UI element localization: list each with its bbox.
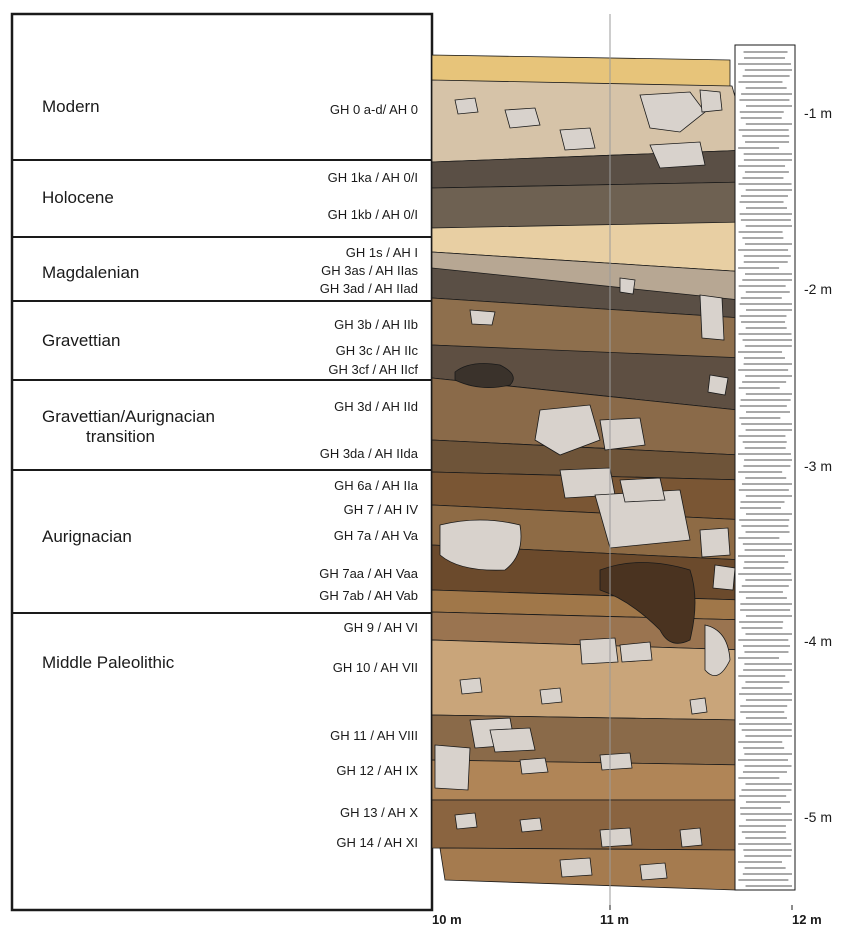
layer-label: GH 3c / AH IIc — [336, 344, 418, 358]
rock-clast — [505, 108, 540, 128]
period-label-holocene: Holocene — [42, 188, 114, 207]
rock-clast — [440, 520, 521, 570]
rock-clast — [560, 468, 615, 498]
layer-label: GH 12 / AH IX — [336, 764, 418, 778]
rock-clast — [713, 565, 735, 590]
layer-label: GH 7aa / AH Vaa — [319, 567, 418, 581]
depth-label: -4 m — [804, 633, 832, 649]
layer-label: GH 1ka / AH 0/I — [328, 171, 418, 185]
rock-clast — [700, 295, 724, 340]
x-axis-label: 10 m — [432, 912, 462, 927]
charcoal-lens — [455, 364, 513, 388]
rock-clast — [600, 418, 645, 450]
depth-label: -5 m — [804, 809, 832, 825]
rock-clast — [680, 828, 702, 847]
rock-clast — [460, 678, 482, 694]
layer-label: GH 7a / AH Va — [334, 529, 418, 543]
rock-clast — [455, 813, 477, 829]
rock-clast — [700, 90, 722, 112]
period-label-gravettian: Gravettian — [42, 331, 120, 350]
layer-label: GH 1s / AH I — [346, 246, 418, 260]
rock-clast — [600, 828, 632, 847]
layer-label: GH 1kb / AH 0/I — [328, 208, 418, 222]
depth-label: -1 m — [804, 105, 832, 121]
rock-clast — [560, 128, 595, 150]
rock-clast — [540, 688, 562, 704]
period-label-modern: Modern — [42, 97, 100, 116]
rock-clast — [455, 98, 478, 114]
layer-label: GH 3da / AH IIda — [320, 447, 418, 461]
period-label-aurignacian: Aurignacian — [42, 527, 132, 546]
period-label-transition-line2: transition — [86, 427, 155, 446]
layer-label: GH 3cf / AH IIcf — [328, 363, 418, 377]
period-label-middle-paleolithic: Middle Paleolithic — [42, 653, 174, 672]
layer-label: GH 13 / AH X — [340, 806, 418, 820]
rock-clast — [520, 758, 548, 774]
rock-clast — [708, 375, 728, 395]
rock-clast — [600, 753, 632, 770]
rock-clast — [435, 745, 470, 790]
rock-clast — [490, 728, 535, 752]
layer-label: GH 3as / AH IIas — [321, 264, 418, 278]
rock-clast — [640, 863, 667, 880]
period-label-transition: Gravettian/Aurignacian — [42, 407, 215, 426]
x-axis-label: 12 m — [792, 912, 822, 927]
layer-label: GH 7 / AH IV — [344, 503, 418, 517]
rock-clast — [580, 638, 618, 664]
layer-label: GH 7ab / AH Vab — [319, 589, 418, 603]
layer-label: GH 11 / AH VIII — [330, 729, 418, 743]
rock-clast — [520, 818, 542, 832]
rock-clast — [650, 142, 705, 168]
layer-label: GH 6a / AH IIa — [334, 479, 418, 493]
rock-clast — [620, 278, 635, 294]
layer-label: GH 14 / AH XI — [336, 836, 418, 850]
stratum-mp-4 — [432, 760, 748, 800]
rock-clast — [470, 310, 495, 325]
rock-clast — [690, 698, 707, 714]
layer-label: GH 3b / AH IIb — [334, 318, 418, 332]
period-label-magdalenian: Magdalenian — [42, 263, 139, 282]
rock-clast — [620, 478, 665, 502]
layer-label: GH 0 a-d/ AH 0 — [330, 103, 418, 117]
layer-label: GH 10 / AH VII — [333, 661, 418, 675]
rock-clast — [700, 528, 730, 557]
depth-label: -2 m — [804, 281, 832, 297]
stratum-holocene-dark-2 — [432, 182, 748, 228]
rock-clast — [560, 858, 592, 877]
depth-label: -3 m — [804, 458, 832, 474]
rock-clast — [620, 642, 652, 662]
layer-label: GH 9 / AH VI — [344, 621, 418, 635]
layer-label: GH 3d / AH IId — [334, 400, 418, 414]
x-axis-label: 11 m — [600, 912, 629, 927]
layer-label: GH 3ad / AH IIad — [320, 282, 418, 296]
